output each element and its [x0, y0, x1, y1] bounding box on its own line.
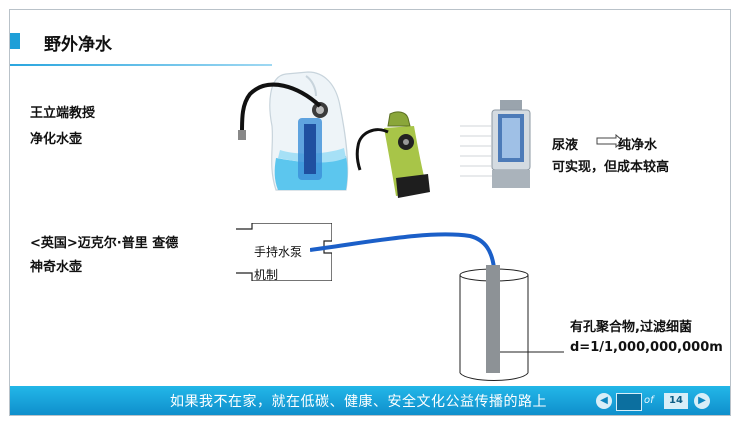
pump-label-line1: 手持水泵 [254, 245, 303, 259]
uk-label-line2: 神奇水壶 [30, 260, 83, 275]
pump-label-line2: 机制 [254, 268, 279, 282]
filter-cylinder [459, 265, 529, 381]
diameter-label: d=1/1,000,000,000m [570, 340, 723, 355]
title-marker [10, 33, 44, 49]
wang-label-line1: 王立端教授 [30, 106, 96, 121]
chevron-left-icon[interactable]: ◀ [596, 393, 612, 409]
page-of-label: of [644, 395, 654, 406]
slide-title: 野外净水 [44, 35, 112, 55]
chevron-right-icon[interactable]: ▶ [694, 393, 710, 409]
slide-frame: 野外净水 王立端教授 净化水壶 <英国>迈克尔·普里 查德 神奇水壶 [9, 9, 731, 416]
porous-polymer-label: 有孔聚合物,过滤细菌 [570, 320, 692, 335]
pointer-line [500, 351, 564, 353]
footer-slogan: 如果我不在家，就在低碳、健康、安全文化公益传播的路上 [170, 394, 547, 410]
title-underline [10, 64, 272, 66]
pure-water-label: 纯净水 [618, 138, 658, 153]
water-bag-image [238, 71, 349, 191]
urine-note-label: 可实现，但成本较高 [552, 160, 670, 175]
title-bar: 野外净水 [10, 24, 272, 66]
filter-diagram-image [460, 100, 531, 188]
uk-label-line1: <英国>迈克尔·普里 查德 [30, 236, 179, 251]
wang-label-line2: 净化水壶 [30, 132, 83, 147]
footer-bar: 如果我不在家，就在低碳、健康、安全文化公益传播的路上 ◀ of 14 ▶ [10, 386, 730, 415]
pump-hose [310, 232, 496, 269]
current-page-box[interactable] [616, 393, 642, 411]
green-water-bag-image [355, 111, 430, 198]
arrow-right-icon [596, 134, 624, 148]
total-pages: 14 [664, 393, 688, 409]
urine-label: 尿液 [552, 138, 579, 153]
